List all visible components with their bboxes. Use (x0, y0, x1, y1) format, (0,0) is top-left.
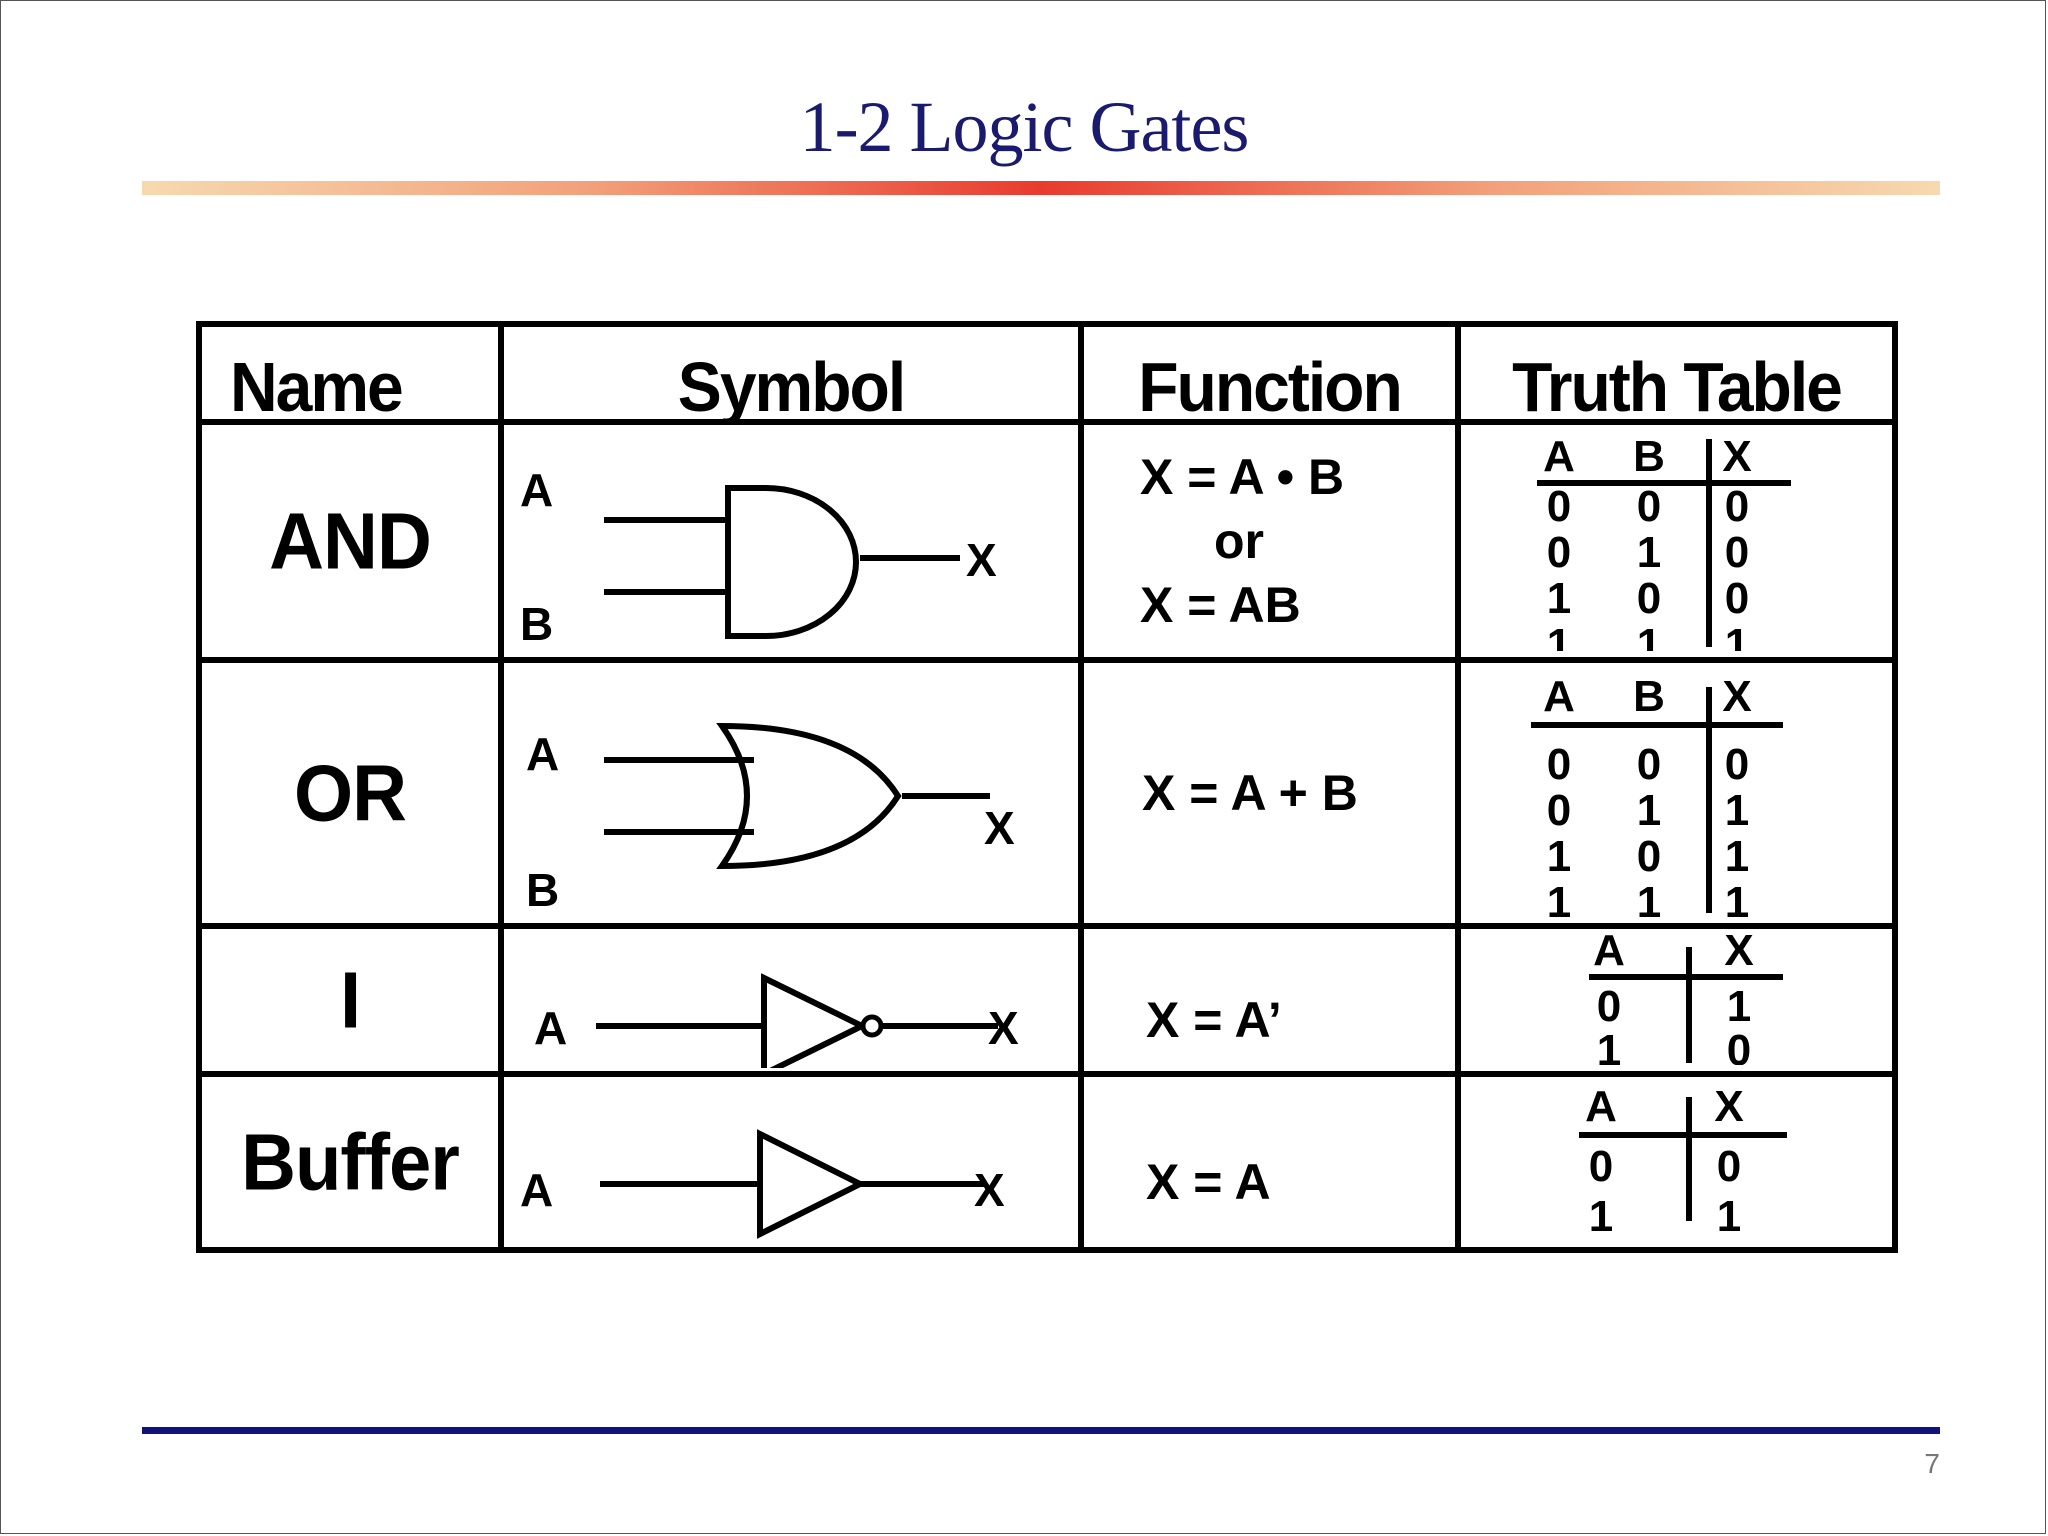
truth-header: B (1633, 432, 1665, 481)
truth-header: A (1543, 432, 1575, 481)
page-number: 7 (1924, 1448, 1940, 1479)
truth-cell: 0 (1547, 482, 1571, 531)
truth-cell: 1 (1725, 620, 1749, 651)
truth-cell: 0 (1727, 1026, 1751, 1065)
truth-cell: 0 (1725, 574, 1749, 623)
buffer-output-label: X (974, 1164, 1005, 1216)
gate-name-and: AND (196, 419, 504, 663)
header-name: Name (196, 318, 504, 428)
gate-name-buffer: Buffer (196, 1071, 504, 1253)
truth-cell: 1 (1637, 620, 1661, 651)
or-input-b-label: B (526, 864, 559, 916)
truth-cell: 1 (1727, 982, 1751, 1031)
truth-header: B (1633, 672, 1665, 721)
header-truth-table: Truth Table (1455, 318, 1898, 428)
and-gate-icon: A B X (520, 464, 997, 650)
footer-rule (142, 1427, 1940, 1434)
function-line: X = A’ (1146, 992, 1282, 1048)
truth-header: X (1714, 1082, 1743, 1131)
and-input-a-label: A (520, 464, 553, 516)
truth-table-not-grid: A X 0 1 1 0 (1589, 929, 1783, 1065)
truth-table-buffer: A X 0 0 1 1 (1455, 1071, 1898, 1253)
function-line: or (1214, 513, 1264, 569)
not-input-a-label: A (534, 1002, 567, 1054)
truth-cell: 1 (1547, 832, 1571, 881)
truth-header: A (1543, 672, 1575, 721)
truth-cell: 0 (1637, 832, 1661, 881)
and-output-label: X (966, 534, 997, 586)
and-input-b-label: B (520, 598, 553, 650)
logic-gates-table: Name Symbol Function Truth Table AND A B… (196, 318, 1898, 1253)
table-header-row: Name Symbol Function Truth Table (196, 318, 1898, 428)
truth-cell: 1 (1589, 1192, 1613, 1241)
buffer-gate-icon: A X (520, 1129, 1005, 1239)
buffer-input-a-label: A (520, 1164, 553, 1216)
truth-table-and-grid: A B X 0 0 0 0 1 0 1 0 0 1 1 1 (1537, 432, 1791, 651)
truth-cell: 0 (1717, 1142, 1741, 1191)
truth-cell: 0 (1547, 528, 1571, 577)
truth-table-or-grid: A B X 0 0 0 0 1 1 1 0 1 1 1 1 (1531, 672, 1783, 917)
table-row-and: AND A B X X = A • B or X = AB (196, 419, 1898, 663)
function-line: X = A + B (1142, 765, 1358, 821)
gate-name-not: I (196, 923, 504, 1077)
truth-table-not: A X 0 1 1 0 (1455, 923, 1898, 1077)
function-line: X = A (1146, 1154, 1271, 1210)
truth-cell: 1 (1547, 878, 1571, 917)
truth-cell: 1 (1637, 528, 1661, 577)
gate-function-buffer: X = A (1078, 1071, 1461, 1253)
truth-cell: 0 (1637, 482, 1661, 531)
not-gate-icon: A X (534, 973, 1019, 1068)
truth-cell: 1 (1717, 1192, 1741, 1241)
truth-cell: 0 (1725, 528, 1749, 577)
truth-cell: 0 (1597, 982, 1621, 1031)
gate-symbol-and: A B X (498, 419, 1084, 663)
truth-cell: 0 (1725, 740, 1749, 789)
gate-name-or: OR (196, 657, 504, 929)
title-underline (142, 181, 1940, 195)
truth-cell: 1 (1725, 878, 1749, 917)
truth-header: A (1585, 1082, 1617, 1131)
gate-symbol-not: A X (498, 923, 1084, 1077)
gate-symbol-or: A B X (498, 657, 1084, 929)
header-symbol: Symbol (498, 318, 1084, 428)
truth-cell: 0 (1637, 740, 1661, 789)
gate-function-and: X = A • B or X = AB (1078, 419, 1461, 663)
truth-cell: 0 (1547, 740, 1571, 789)
truth-cell: 1 (1725, 786, 1749, 835)
gate-function-or: X = A + B (1078, 657, 1461, 929)
truth-cell: 0 (1637, 574, 1661, 623)
truth-header: X (1724, 929, 1753, 975)
truth-cell: 1 (1547, 574, 1571, 623)
truth-header: A (1593, 929, 1625, 975)
table-row-buffer: Buffer A X X = A A X 0 (196, 1071, 1898, 1253)
truth-table-buffer-grid: A X 0 0 1 1 (1579, 1082, 1787, 1241)
or-gate-icon: A B X (526, 722, 1015, 916)
truth-cell: 0 (1725, 482, 1749, 531)
truth-header: X (1722, 672, 1751, 721)
truth-table-and: A B X 0 0 0 0 1 0 1 0 0 1 1 1 (1455, 419, 1898, 663)
truth-cell: 1 (1725, 832, 1749, 881)
table-row-or: OR A B X X = A + B A B X (196, 657, 1898, 929)
truth-cell: 0 (1589, 1142, 1613, 1191)
slide-title: 1-2 Logic Gates (799, 87, 1250, 167)
or-input-a-label: A (526, 728, 559, 780)
truth-cell: 1 (1597, 1026, 1621, 1065)
truth-cell: 0 (1547, 786, 1571, 835)
gate-function-not: X = A’ (1078, 923, 1461, 1077)
truth-cell: 1 (1637, 786, 1661, 835)
truth-table-or: A B X 0 0 0 0 1 1 1 0 1 1 1 1 (1455, 657, 1898, 929)
table-row-not: I A X X = A’ A X (196, 923, 1898, 1077)
function-line: X = AB (1140, 577, 1301, 633)
header-function: Function (1078, 318, 1461, 428)
truth-cell: 1 (1547, 620, 1571, 651)
truth-cell: 1 (1637, 878, 1661, 917)
function-line: X = A • B (1140, 449, 1345, 505)
truth-header: X (1722, 432, 1751, 481)
or-output-label: X (984, 802, 1015, 854)
gate-symbol-buffer: A X (498, 1071, 1084, 1253)
